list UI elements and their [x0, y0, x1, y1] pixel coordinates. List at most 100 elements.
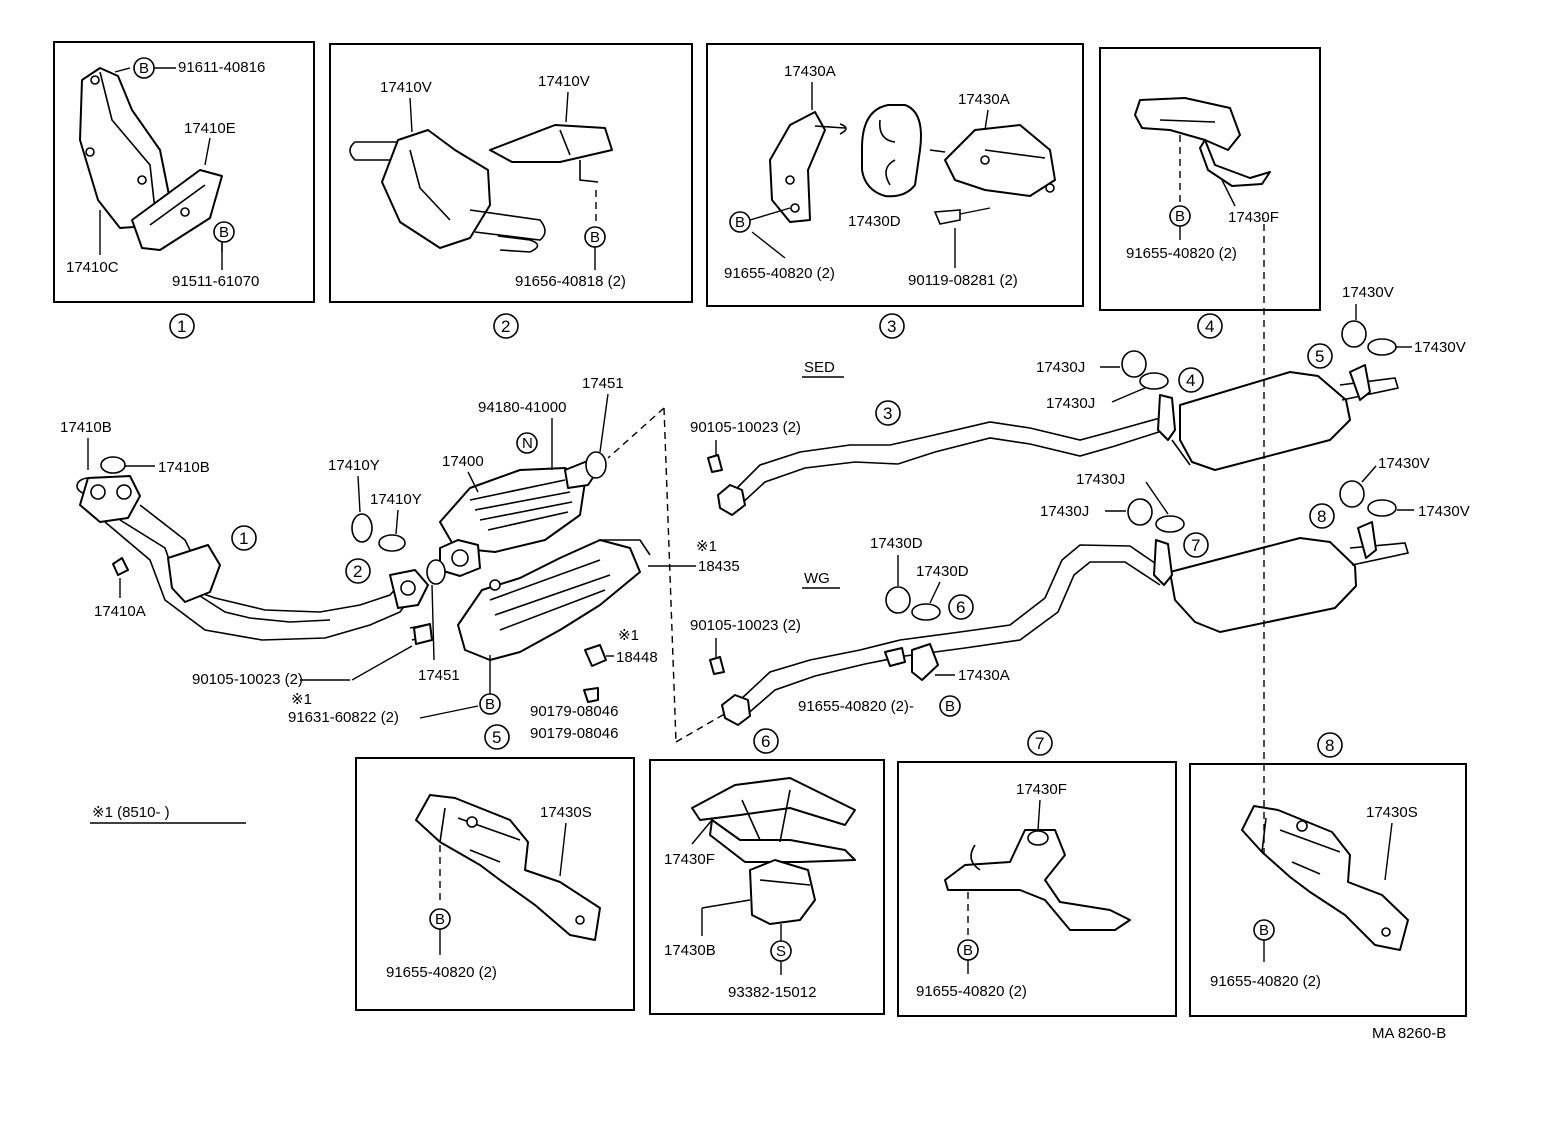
panel-7-number: 7	[1027, 730, 1053, 756]
svg-text:B: B	[219, 224, 229, 241]
part-label-17430A-left: 17430A	[784, 63, 836, 80]
variant-label-sed: SED	[804, 359, 835, 376]
part-label-17430B: 17430B	[664, 942, 716, 959]
svg-text:B: B	[735, 214, 745, 231]
gasket-17430D-wg-1	[885, 586, 911, 614]
gasket-17430V-sed-2	[1367, 338, 1397, 356]
panel-3-number: 3	[879, 313, 905, 339]
part-label-91655-40820-p3: 91655-40820 (2)	[724, 265, 835, 282]
part-label-17430V-sed-1: 17430V	[1342, 284, 1394, 301]
part-label-17410Y-1: 17410Y	[328, 457, 380, 474]
svg-text:8: 8	[1325, 736, 1334, 755]
gasket-17430J-wg-1	[1127, 498, 1153, 526]
part-label-17430A-wg: 17430A	[958, 667, 1010, 684]
svg-text:B: B	[590, 229, 600, 246]
part-label-91511-61070: 91511-61070	[172, 273, 259, 290]
callout-8-main: 8	[1309, 503, 1335, 529]
note-mark-90179: 90179-08046	[530, 703, 618, 720]
panel-4-number: 4	[1197, 313, 1223, 339]
svg-text:4: 4	[1186, 371, 1195, 390]
panel-2-number: 2	[493, 313, 519, 339]
callout-7-main: 7	[1183, 532, 1209, 558]
part-label-91611-40816: 91611-40816	[178, 59, 265, 76]
panel-3-drawing	[769, 104, 1056, 225]
part-label-17400: 17400	[442, 453, 484, 470]
panel-7-symbol-b: B	[957, 939, 979, 961]
nut-90179-08046	[583, 687, 599, 703]
panel-8-drawing	[1241, 218, 1409, 951]
panel-5-box	[355, 757, 635, 1011]
panel-2-box	[329, 43, 693, 303]
part-label-17430S-p8: 17430S	[1366, 804, 1418, 821]
panel-5-drawing	[415, 794, 601, 941]
part-label-17430J-sed-2: 17430J	[1046, 395, 1095, 412]
svg-text:S: S	[776, 943, 786, 960]
panel-4-symbol-b: B	[1169, 205, 1191, 227]
gasket-17430J-sed-1	[1121, 350, 1147, 378]
callout-1: 1	[231, 525, 257, 551]
callout-5-sed: 5	[1307, 343, 1333, 369]
svg-text:B: B	[139, 60, 149, 77]
panel-1-number: 1	[169, 313, 195, 339]
gasket-17430V-wg-1	[1339, 480, 1365, 508]
panel-3-symbol-b: B	[729, 211, 751, 233]
part-label-17410E: 17410E	[184, 120, 236, 137]
svg-text:6: 6	[956, 598, 965, 617]
symbol-b-91631: B	[479, 693, 501, 715]
sed-pipe-drawing	[707, 364, 1400, 516]
symbol-b-wg: B	[939, 695, 961, 717]
svg-text:6: 6	[761, 732, 770, 751]
nut-18448	[584, 644, 607, 667]
panel-7-box	[897, 761, 1177, 1017]
part-label-17430S-p5: 17430S	[540, 804, 592, 821]
part-label-17410B-1: 17410B	[60, 419, 112, 436]
part-label-18448: 18448	[616, 649, 658, 666]
note-mark-18448: ※1	[618, 627, 639, 644]
part-label-17430J-wg-2: 17430J	[1040, 503, 1089, 520]
part-label-17451-bottom: 17451	[418, 667, 460, 684]
part-label-91655-40820-wg: 91655-40820 (2)-	[798, 698, 914, 715]
part-label-17430F-p7: 17430F	[1016, 781, 1067, 798]
gasket-17430D-wg-2	[911, 603, 941, 621]
part-label-90119-08281: 90119-08281 (2)	[908, 272, 1018, 289]
svg-text:3: 3	[883, 404, 892, 423]
panel-8-number: 8	[1317, 732, 1343, 758]
part-label-17430A-right: 17430A	[958, 91, 1010, 108]
part-label-91655-40820-p5: 91655-40820 (2)	[386, 964, 497, 981]
part-label-90105-10023-sed: 90105-10023 (2)	[690, 419, 801, 436]
part-label-93382-15012: 93382-15012	[728, 984, 816, 1001]
part-label-17451-top: 17451	[582, 375, 624, 392]
svg-text:5: 5	[492, 728, 501, 747]
panel-6-number: 6	[753, 728, 779, 754]
part-label-17430J-wg-1: 17430J	[1076, 471, 1125, 488]
part-label-17430V-sed-2: 17430V	[1414, 339, 1466, 356]
gasket-17430J-wg-2	[1155, 515, 1185, 533]
panel-2-drawing	[349, 124, 613, 253]
panel-1-drawing	[79, 67, 223, 252]
part-label-18435: 18435	[698, 558, 740, 575]
panel-1-symbol-b-top: B	[133, 57, 155, 79]
svg-text:5: 5	[1315, 347, 1324, 366]
panel-1-box	[53, 41, 315, 303]
part-label-17430F-p4: 17430F	[1228, 209, 1279, 226]
callout-5-front: 5	[484, 724, 510, 750]
part-label-91656-40818: 91656-40818 (2)	[515, 273, 626, 290]
dashed-bracket	[607, 407, 729, 743]
part-label-91655-40820-p8: 91655-40820 (2)	[1210, 973, 1321, 990]
part-label-17410A: 17410A	[94, 603, 146, 620]
part-label-17430V-wg-1: 17430V	[1378, 455, 1430, 472]
svg-text:B: B	[963, 942, 973, 959]
gasket-17410Y-2	[378, 534, 406, 552]
panel-8-box	[1189, 763, 1467, 1017]
gasket-17430J-sed-2	[1139, 372, 1169, 390]
callout-3-main: 3	[875, 400, 901, 426]
part-label-17410C: 17410C	[66, 259, 119, 276]
svg-text:B: B	[1175, 208, 1185, 225]
part-label-17430V-wg-2: 17430V	[1418, 503, 1470, 520]
panel-6-box	[649, 759, 885, 1015]
svg-text:1: 1	[177, 317, 186, 336]
part-label-17430D-wg-1: 17430D	[870, 535, 923, 552]
part-label-94180-41000: 94180-41000	[478, 399, 566, 416]
part-label-17410V-left: 17410V	[380, 79, 432, 96]
front-pipe-drawing	[76, 456, 431, 641]
